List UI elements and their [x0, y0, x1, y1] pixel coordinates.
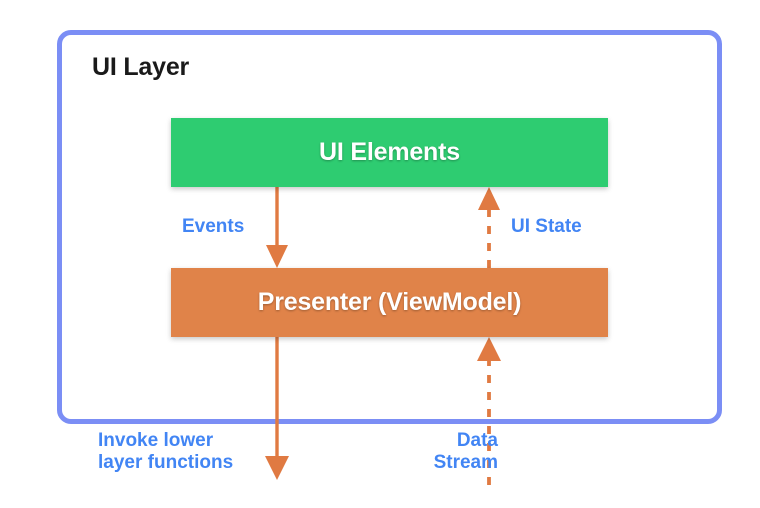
ui-layer-title: UI Layer	[92, 53, 190, 81]
node-presenter[interactable]: Presenter (ViewModel)	[171, 268, 608, 337]
connector-label-ui-state: UI State	[511, 216, 582, 237]
connector-label-invoke-lower-layer: Invoke lower layer functions	[98, 430, 234, 474]
node-ui-elements-label: UI Elements	[319, 138, 460, 166]
node-ui-elements[interactable]: UI Elements	[171, 118, 608, 187]
ui-layer-container	[57, 30, 722, 424]
connector-label-data-stream: Data Stream	[433, 430, 498, 474]
node-presenter-label: Presenter (ViewModel)	[257, 288, 522, 316]
connector-label-events: Events	[182, 216, 245, 237]
